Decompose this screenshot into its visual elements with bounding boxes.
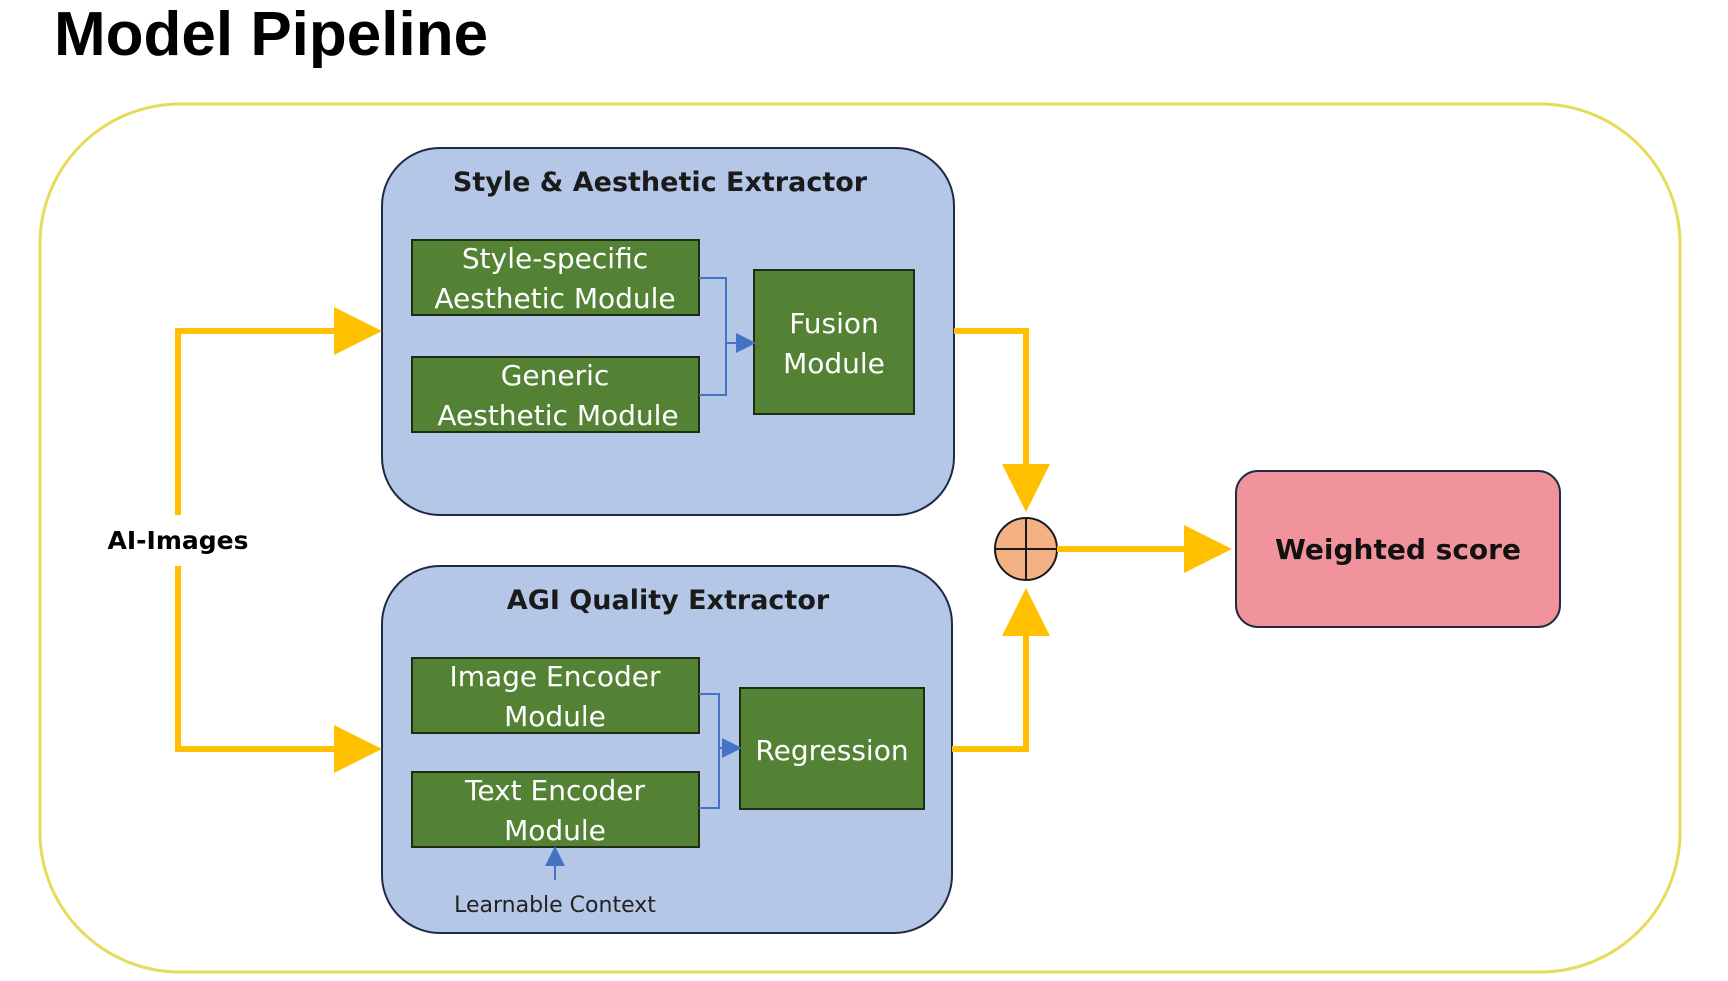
input-label: AI-Images (108, 526, 249, 555)
text-encoder-module (411, 771, 700, 848)
input-to-agi-arrow (175, 566, 382, 773)
style-module-label-1: Style-specific (462, 242, 648, 275)
learnable-context-label: Learnable Context (454, 893, 656, 918)
circle-plus-icon (994, 517, 1058, 581)
regression-label: Regression (755, 734, 908, 767)
pipeline-container (38, 102, 1682, 974)
agi-extractor-title: AGI Quality Extractor (507, 585, 830, 616)
image-encoder-label-2: Module (504, 700, 606, 733)
image-encoder-label-1: Image Encoder (449, 660, 661, 693)
fusion-module (753, 269, 915, 415)
page-title: Model Pipeline (54, 0, 489, 69)
image-encoder-module (411, 657, 700, 734)
regression-module (739, 687, 925, 810)
generic-aesthetic-module (411, 356, 700, 433)
generic-module-label-1: Generic (501, 359, 610, 392)
style-module-label-2: Aesthetic Module (434, 282, 675, 315)
style-to-sum-arrow (954, 328, 1050, 512)
agi-to-sum-arrow (952, 588, 1050, 752)
style-specific-module (411, 239, 700, 316)
input-to-style-arrow (175, 307, 382, 515)
style-extractor-title: Style & Aesthetic Extractor (453, 167, 868, 198)
weighted-score-label: Weighted score (1275, 533, 1521, 566)
style-to-fusion-connector (699, 277, 752, 396)
text-encoder-label-2: Module (504, 814, 606, 847)
encoders-to-regression-connector (699, 693, 738, 809)
fusion-module-label-1: Fusion (789, 307, 879, 340)
fusion-module-label-2: Module (783, 347, 885, 380)
weighted-score-box (1235, 470, 1561, 628)
generic-module-label-2: Aesthetic Module (437, 399, 678, 432)
text-encoder-label-1: Text Encoder (464, 774, 645, 807)
